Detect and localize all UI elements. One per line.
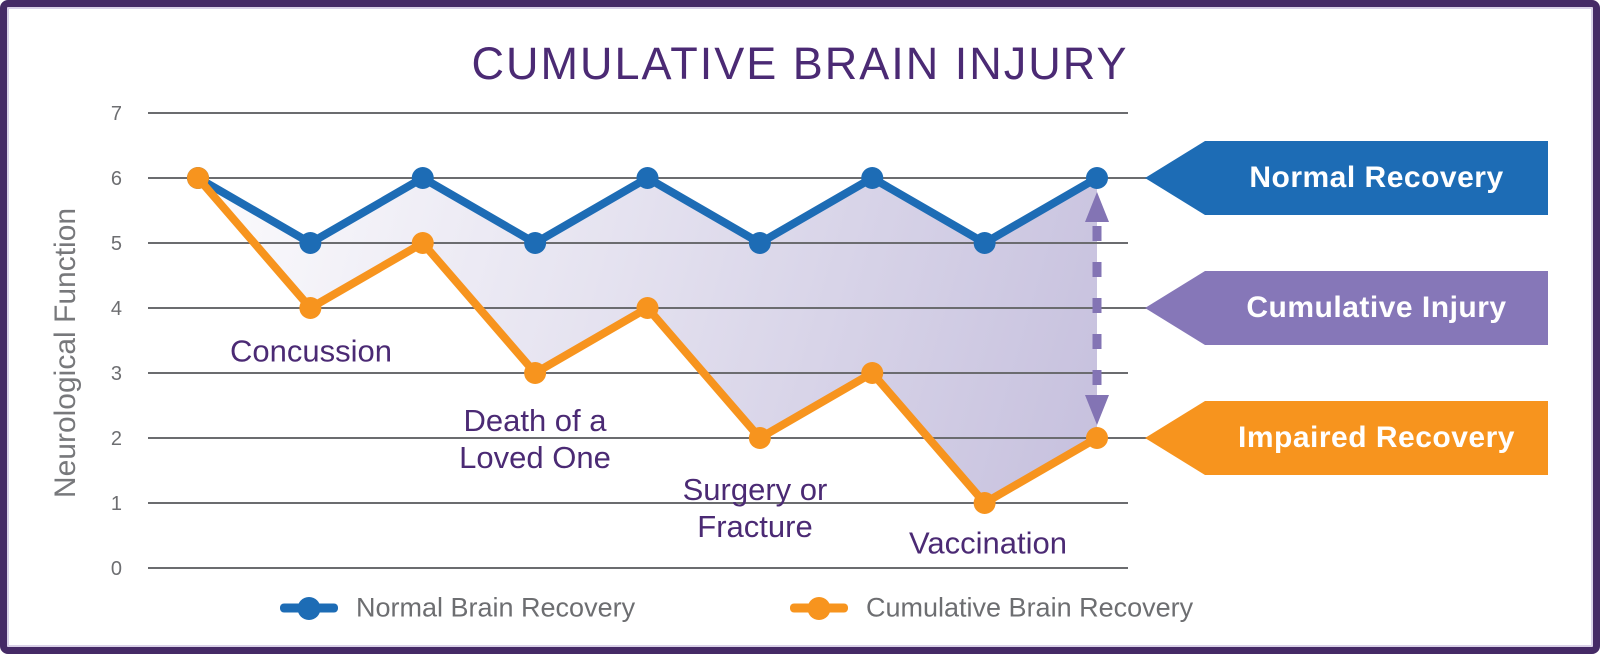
- annotation-death-of-a-loved-one: Death of a Loved One: [459, 402, 611, 475]
- injury-gap-arrow-icon: [1085, 192, 1109, 425]
- data-point: [411, 167, 434, 189]
- banner-normal-recovery: Normal Recovery: [1145, 141, 1548, 215]
- y-tick-label: 0: [111, 558, 122, 580]
- banner-cumulative-injury-label: Cumulative Injury: [1246, 291, 1507, 324]
- y-tick-label: 6: [111, 168, 122, 190]
- data-point: [524, 232, 547, 254]
- legend-dot-orange-icon: [807, 596, 831, 620]
- data-point: [187, 167, 209, 189]
- annotation-surgery-or-fracture: Surgery or Fracture: [682, 471, 828, 544]
- y-tick-label: 2: [111, 428, 122, 450]
- data-point: [524, 362, 547, 384]
- y-tick-label: 1: [111, 493, 122, 515]
- data-point: [411, 232, 434, 254]
- data-point: [748, 427, 771, 449]
- banner-normal-recovery-label: Normal Recovery: [1249, 161, 1504, 194]
- data-point: [636, 167, 659, 189]
- legend-label-cumulative-brain-recovery: Cumulative Brain Recovery: [866, 592, 1194, 623]
- y-tick-label: 4: [111, 298, 122, 320]
- annotation-vaccination: Vaccination: [909, 525, 1067, 561]
- data-point: [861, 167, 884, 189]
- legend-marker-orange-icon: [790, 596, 848, 620]
- y-tick-label: 7: [111, 103, 122, 125]
- data-point: [299, 232, 322, 254]
- cumulative-injury-fill: [198, 178, 1097, 503]
- legend-label-normal-brain-recovery: Normal Brain Recovery: [356, 592, 636, 623]
- y-tick-label: 3: [111, 363, 122, 385]
- data-point: [1086, 167, 1108, 189]
- data-point: [1086, 427, 1108, 449]
- legend-dot-blue-icon: [297, 596, 321, 620]
- data-point: [748, 232, 771, 254]
- chart-title: CUMULATIVE BRAIN INJURY: [471, 38, 1129, 89]
- y-tick-label: 5: [111, 233, 122, 255]
- legend-marker-blue-icon: [280, 596, 338, 620]
- annotation-concussion: Concussion: [230, 333, 392, 369]
- banner-impaired-recovery: Impaired Recovery: [1145, 401, 1548, 475]
- banner-cumulative-injury: Cumulative Injury: [1145, 271, 1548, 345]
- data-point: [973, 232, 996, 254]
- legend-item-normal-brain-recovery: Normal Brain Recovery: [280, 593, 635, 624]
- banner-impaired-recovery-label: Impaired Recovery: [1238, 421, 1515, 454]
- data-point: [861, 362, 884, 384]
- legend-item-cumulative-brain-recovery: Cumulative Brain Recovery: [790, 593, 1193, 624]
- data-point: [973, 492, 996, 514]
- data-point: [636, 297, 659, 319]
- data-point: [299, 297, 322, 319]
